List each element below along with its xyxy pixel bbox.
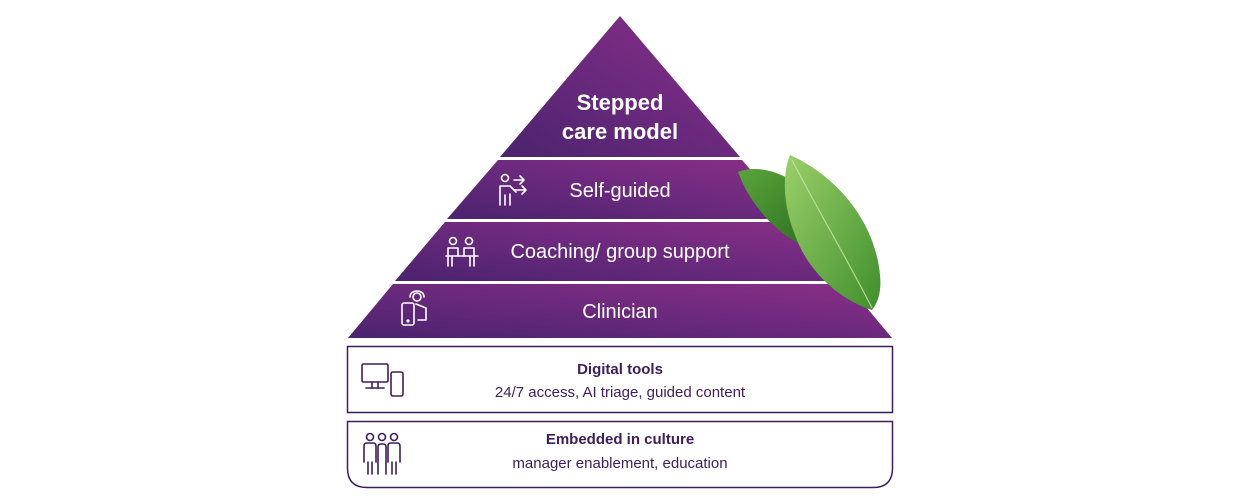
- foundation-box-digital-tools: Digital tools 24/7 access, AI triage, gu…: [346, 345, 894, 414]
- pyramid-apex: [500, 16, 740, 157]
- pyramid-title-line1: Stepped: [577, 90, 664, 115]
- people-group-icon: [363, 432, 401, 475]
- pyramid-tier-clinician: [348, 284, 892, 338]
- leaf-decoration: [738, 155, 881, 310]
- pyramid-title-line2: care model: [562, 119, 678, 144]
- digital-tools-frame: [346, 345, 894, 414]
- pyramid: [348, 16, 892, 338]
- tier-label-clinician: Clinician: [582, 301, 658, 323]
- pyramid-tier-self-guided: [447, 160, 793, 219]
- devices-icon: [361, 363, 404, 397]
- clinician-mobile-icon: [401, 290, 427, 326]
- digital-tools-title: Digital tools: [577, 361, 663, 378]
- presenter-arrows-icon: [499, 173, 527, 206]
- foundation-box-culture: Embedded in culture manager enablement, …: [346, 420, 894, 489]
- digital-tools-subtitle: 24/7 access, AI triage, guided content: [495, 384, 746, 401]
- culture-frame: [346, 420, 894, 489]
- tier-label-self-guided: Self-guided: [569, 180, 670, 202]
- tier-label-coaching: Coaching/ group support: [510, 241, 729, 263]
- group-session-icon: [445, 236, 479, 267]
- culture-subtitle: manager enablement, education: [512, 455, 727, 472]
- pyramid-tier-coaching: [395, 222, 845, 281]
- culture-title: Embedded in culture: [546, 431, 694, 448]
